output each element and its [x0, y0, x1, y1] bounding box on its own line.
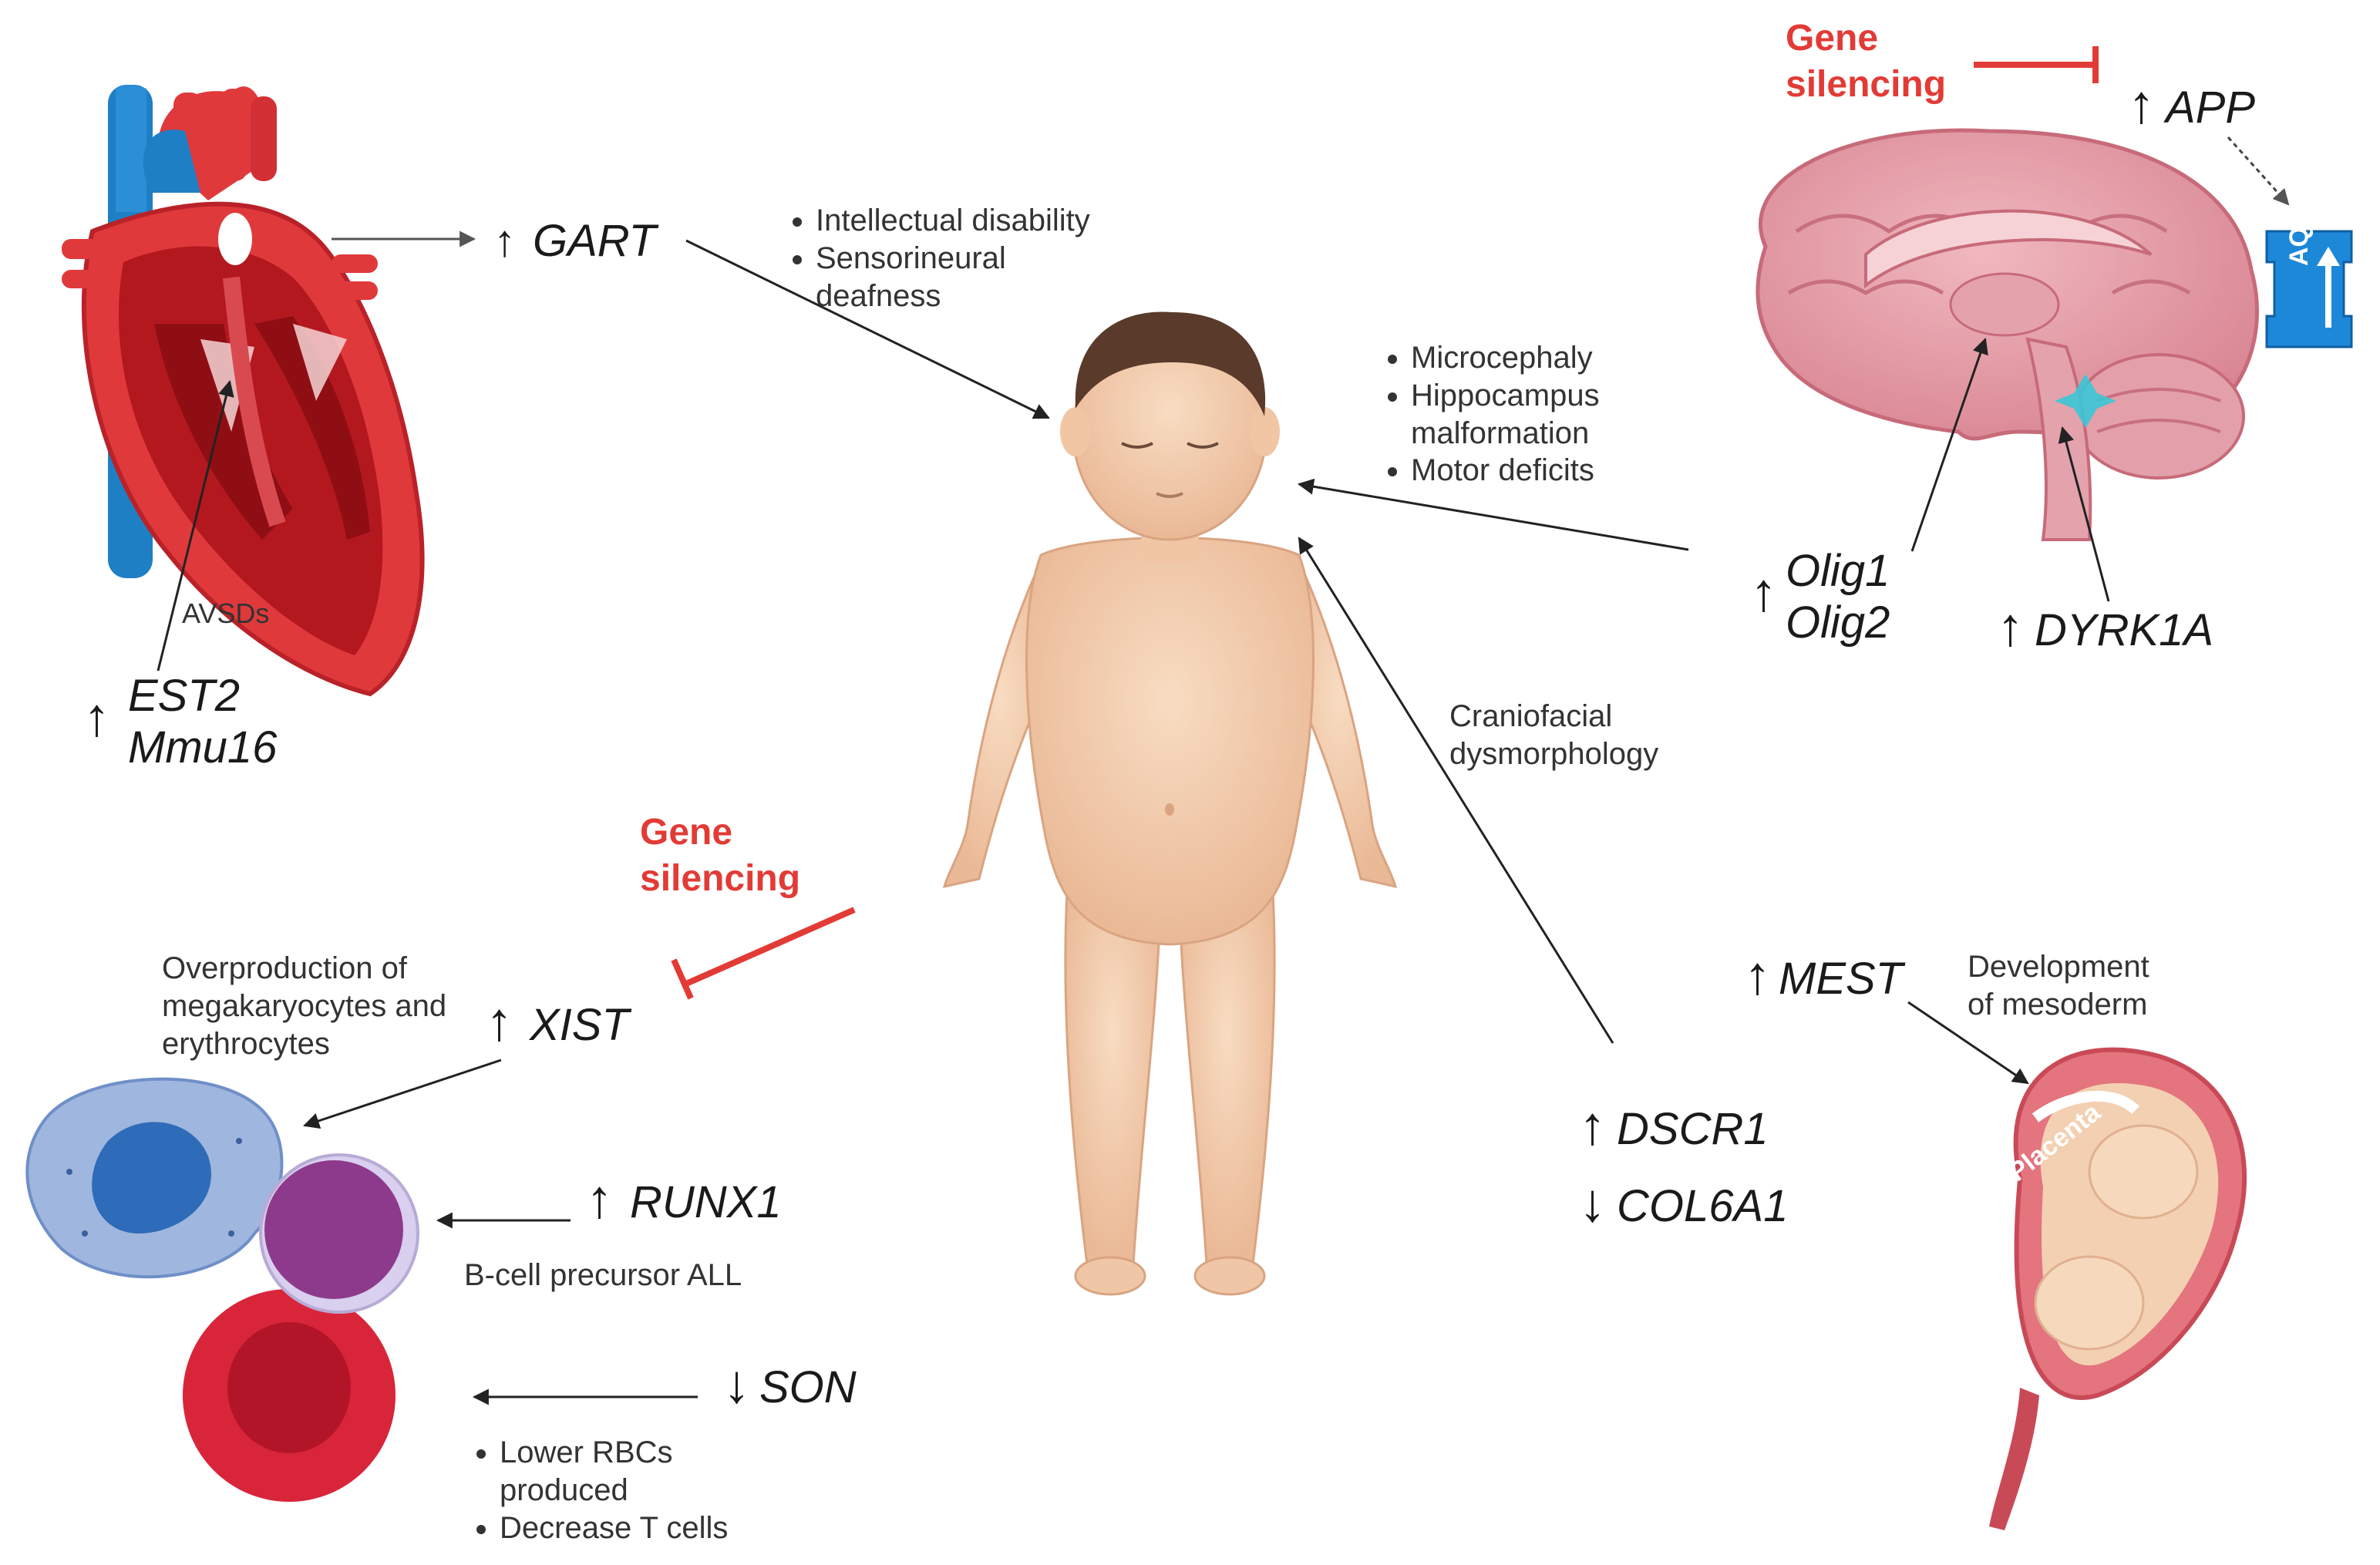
est2-gene: EST2 — [128, 671, 241, 721]
gart-gene-label: ↑GART — [493, 216, 657, 266]
bcell-label: B-cell precursor ALL — [464, 1258, 742, 1292]
app-gene-label: ↑APP — [2128, 74, 2256, 134]
heart-illustration — [62, 85, 425, 697]
olig-gene-label: ↑ Olig1 Olig2 — [1750, 546, 1890, 648]
craniofacial-label: Craniofacial dysmorphology — [1449, 699, 1659, 771]
mesoderm-label: Development of mesoderm — [1968, 950, 2149, 1021]
up-arrow-icon: ↑ — [83, 687, 110, 747]
gart-effects-list: Intellectual disability Sensorineural de… — [779, 202, 1090, 315]
down-arrow-icon: ↓ — [723, 1354, 750, 1414]
list-item: Sensorineural deafness — [816, 240, 1047, 315]
dyrk1a-gene-label: ↑DYRK1A — [1997, 597, 2214, 657]
list-item: Intellectual disability — [816, 202, 1090, 240]
brain-effects-list: Microcephaly Hippocampus malformation Mo… — [1374, 339, 1642, 490]
olig2-gene: Olig2 — [1786, 597, 1890, 648]
aq4-label: AQ4 — [2284, 212, 2314, 266]
olig1-gene: Olig1 — [1786, 546, 1890, 596]
xist-gene-label: ↑XIST — [486, 991, 629, 1052]
up-arrow-icon: ↑ — [493, 216, 516, 266]
gene-silencing-left-label: Gene silencing — [640, 812, 801, 899]
up-arrow-icon: ↑ — [1579, 1096, 1606, 1156]
up-arrow-icon: ↑ — [1750, 562, 1777, 622]
up-arrow-icon: ↑ — [1744, 945, 1771, 1005]
aq4-channel — [2265, 230, 2353, 348]
list-item: Lower RBCs produced — [500, 1434, 700, 1509]
up-arrow-icon: ↑ — [486, 991, 513, 1052]
list-item: Motor deficits — [1411, 452, 1642, 490]
blood-cells-illustration — [25, 1077, 419, 1502]
list-item: Hippocampus malformation — [1411, 377, 1642, 453]
gene-silencing-top-label: Gene silencing — [1786, 18, 1947, 105]
mest-gene-label: ↑MEST — [1744, 945, 1904, 1005]
avsds-label: AVSDs — [182, 597, 270, 629]
placenta-fetus-illustration — [1989, 1047, 2247, 1530]
mmu16-gene: Mmu16 — [128, 722, 278, 772]
child-illustration — [942, 311, 1398, 1296]
col6a1-gene-label: ↓COL6A1 — [1579, 1173, 1789, 1233]
son-effects-list: Lower RBCs produced Decrease T cells — [463, 1434, 728, 1546]
up-arrow-icon: ↑ — [2128, 74, 2155, 134]
up-arrow-icon: ↑ — [586, 1169, 613, 1229]
est2-mmu16-label: ↑ EST2 Mmu16 — [83, 671, 277, 773]
overproduction-label: Overproduction of megakaryocytes and ery… — [162, 951, 447, 1061]
son-gene-label: ↓SON — [723, 1354, 857, 1414]
up-arrow-icon: ↑ — [1997, 597, 2024, 657]
runx1-gene-label: ↑RUNX1 — [586, 1169, 782, 1229]
down-arrow-icon: ↓ — [1579, 1173, 1606, 1233]
dscr1-gene-label: ↑DSCR1 — [1579, 1096, 1769, 1156]
brain-illustration — [1756, 128, 2259, 541]
list-item: Microcephaly — [1411, 339, 1642, 377]
list-item: Decrease T cells — [500, 1509, 728, 1547]
